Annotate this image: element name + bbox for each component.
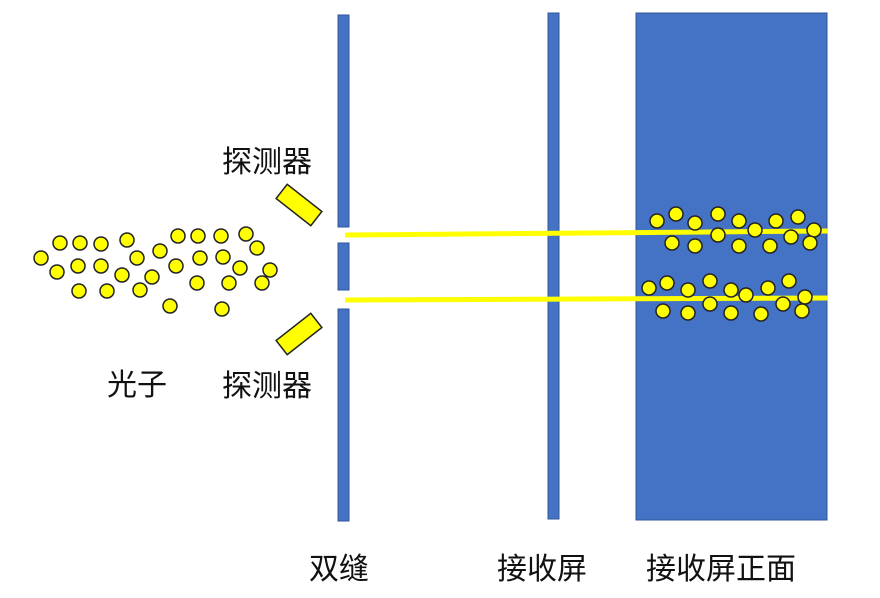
photon-dot: [659, 275, 675, 291]
photon-dot: [70, 258, 86, 274]
photon-dot: [687, 215, 703, 231]
photon-dot: [747, 222, 763, 238]
photon-dot: [93, 258, 109, 274]
detector-bottom-shape: [275, 312, 323, 356]
photon-dot: [687, 238, 703, 254]
photon-dot: [702, 273, 718, 289]
photon-dot: [152, 243, 168, 259]
photon-dot: [680, 305, 696, 321]
photons-label: 光子: [107, 368, 167, 403]
interference-stripe-top: [649, 206, 822, 254]
photon-dot: [213, 228, 229, 244]
double-slit-label: 双缝: [309, 552, 369, 587]
photon-dot: [781, 273, 797, 289]
photon-dot: [753, 306, 769, 322]
photon-dot: [768, 213, 784, 229]
photon-dot: [664, 235, 680, 251]
photon-cloud: [33, 226, 278, 317]
photon-dot: [190, 228, 206, 244]
photon-dot: [760, 280, 776, 296]
photon-dot: [802, 235, 818, 251]
receiving-screen-side: [547, 12, 560, 520]
photon-dot: [710, 227, 726, 243]
photon-dot: [49, 264, 65, 280]
photon-dot: [238, 226, 254, 242]
photon-dot: [72, 235, 88, 251]
photon-dot: [119, 232, 135, 248]
photon-dot: [680, 282, 696, 298]
slit-barrier-middle: [337, 242, 350, 291]
photon-dot: [214, 301, 230, 317]
photon-dot: [775, 296, 791, 312]
photon-dot: [232, 260, 248, 276]
photon-dot: [249, 240, 265, 256]
detector-bottom-label: 探测器: [222, 369, 312, 404]
receiving-screen-front-label: 接收屏正面: [646, 552, 796, 587]
photon-dot: [129, 250, 145, 266]
photon-dot: [655, 303, 671, 319]
photon-dot: [168, 258, 184, 274]
photon-dot: [162, 298, 178, 314]
interference-stripe-bottom: [641, 273, 813, 322]
photon-dot: [52, 235, 68, 251]
photon-dot: [794, 303, 810, 319]
photon-dot: [215, 249, 231, 265]
slit-barrier-top: [337, 14, 350, 228]
photon-dot: [262, 262, 278, 278]
photon-dot: [132, 282, 148, 298]
photon-dot: [783, 229, 799, 245]
photon-dot: [731, 213, 747, 229]
photon-dot: [192, 250, 208, 266]
photon-dot: [641, 280, 657, 296]
photon-dot: [738, 287, 754, 303]
photon-dot: [221, 275, 237, 291]
photon-dot: [189, 275, 205, 291]
photon-dot: [731, 238, 747, 254]
photon-dot: [790, 209, 806, 225]
photon-dot: [710, 206, 726, 222]
photon-dot: [702, 296, 718, 312]
photon-dot: [649, 213, 665, 229]
photon-dot: [71, 283, 87, 299]
receiving-screen-label: 接收屏: [497, 552, 587, 587]
photon-dot: [723, 305, 739, 321]
photon-dot: [723, 282, 739, 298]
photon-dot: [254, 275, 270, 291]
photon-dot: [114, 267, 130, 283]
photon-dot: [797, 289, 813, 305]
slit-barrier-bottom: [337, 308, 350, 522]
photon-dot: [33, 250, 49, 266]
photon-dot: [99, 283, 115, 299]
detector-top-label: 探测器: [222, 145, 312, 180]
photon-dot: [762, 238, 778, 254]
photon-dot: [806, 222, 822, 238]
photon-dot: [144, 269, 160, 285]
photon-dot: [170, 228, 186, 244]
photon-dot: [93, 236, 109, 252]
photon-dot: [668, 206, 684, 222]
detector-top-shape: [275, 183, 323, 227]
receiving-screen-front: [635, 12, 828, 521]
beam-bottom: [344, 295, 829, 303]
